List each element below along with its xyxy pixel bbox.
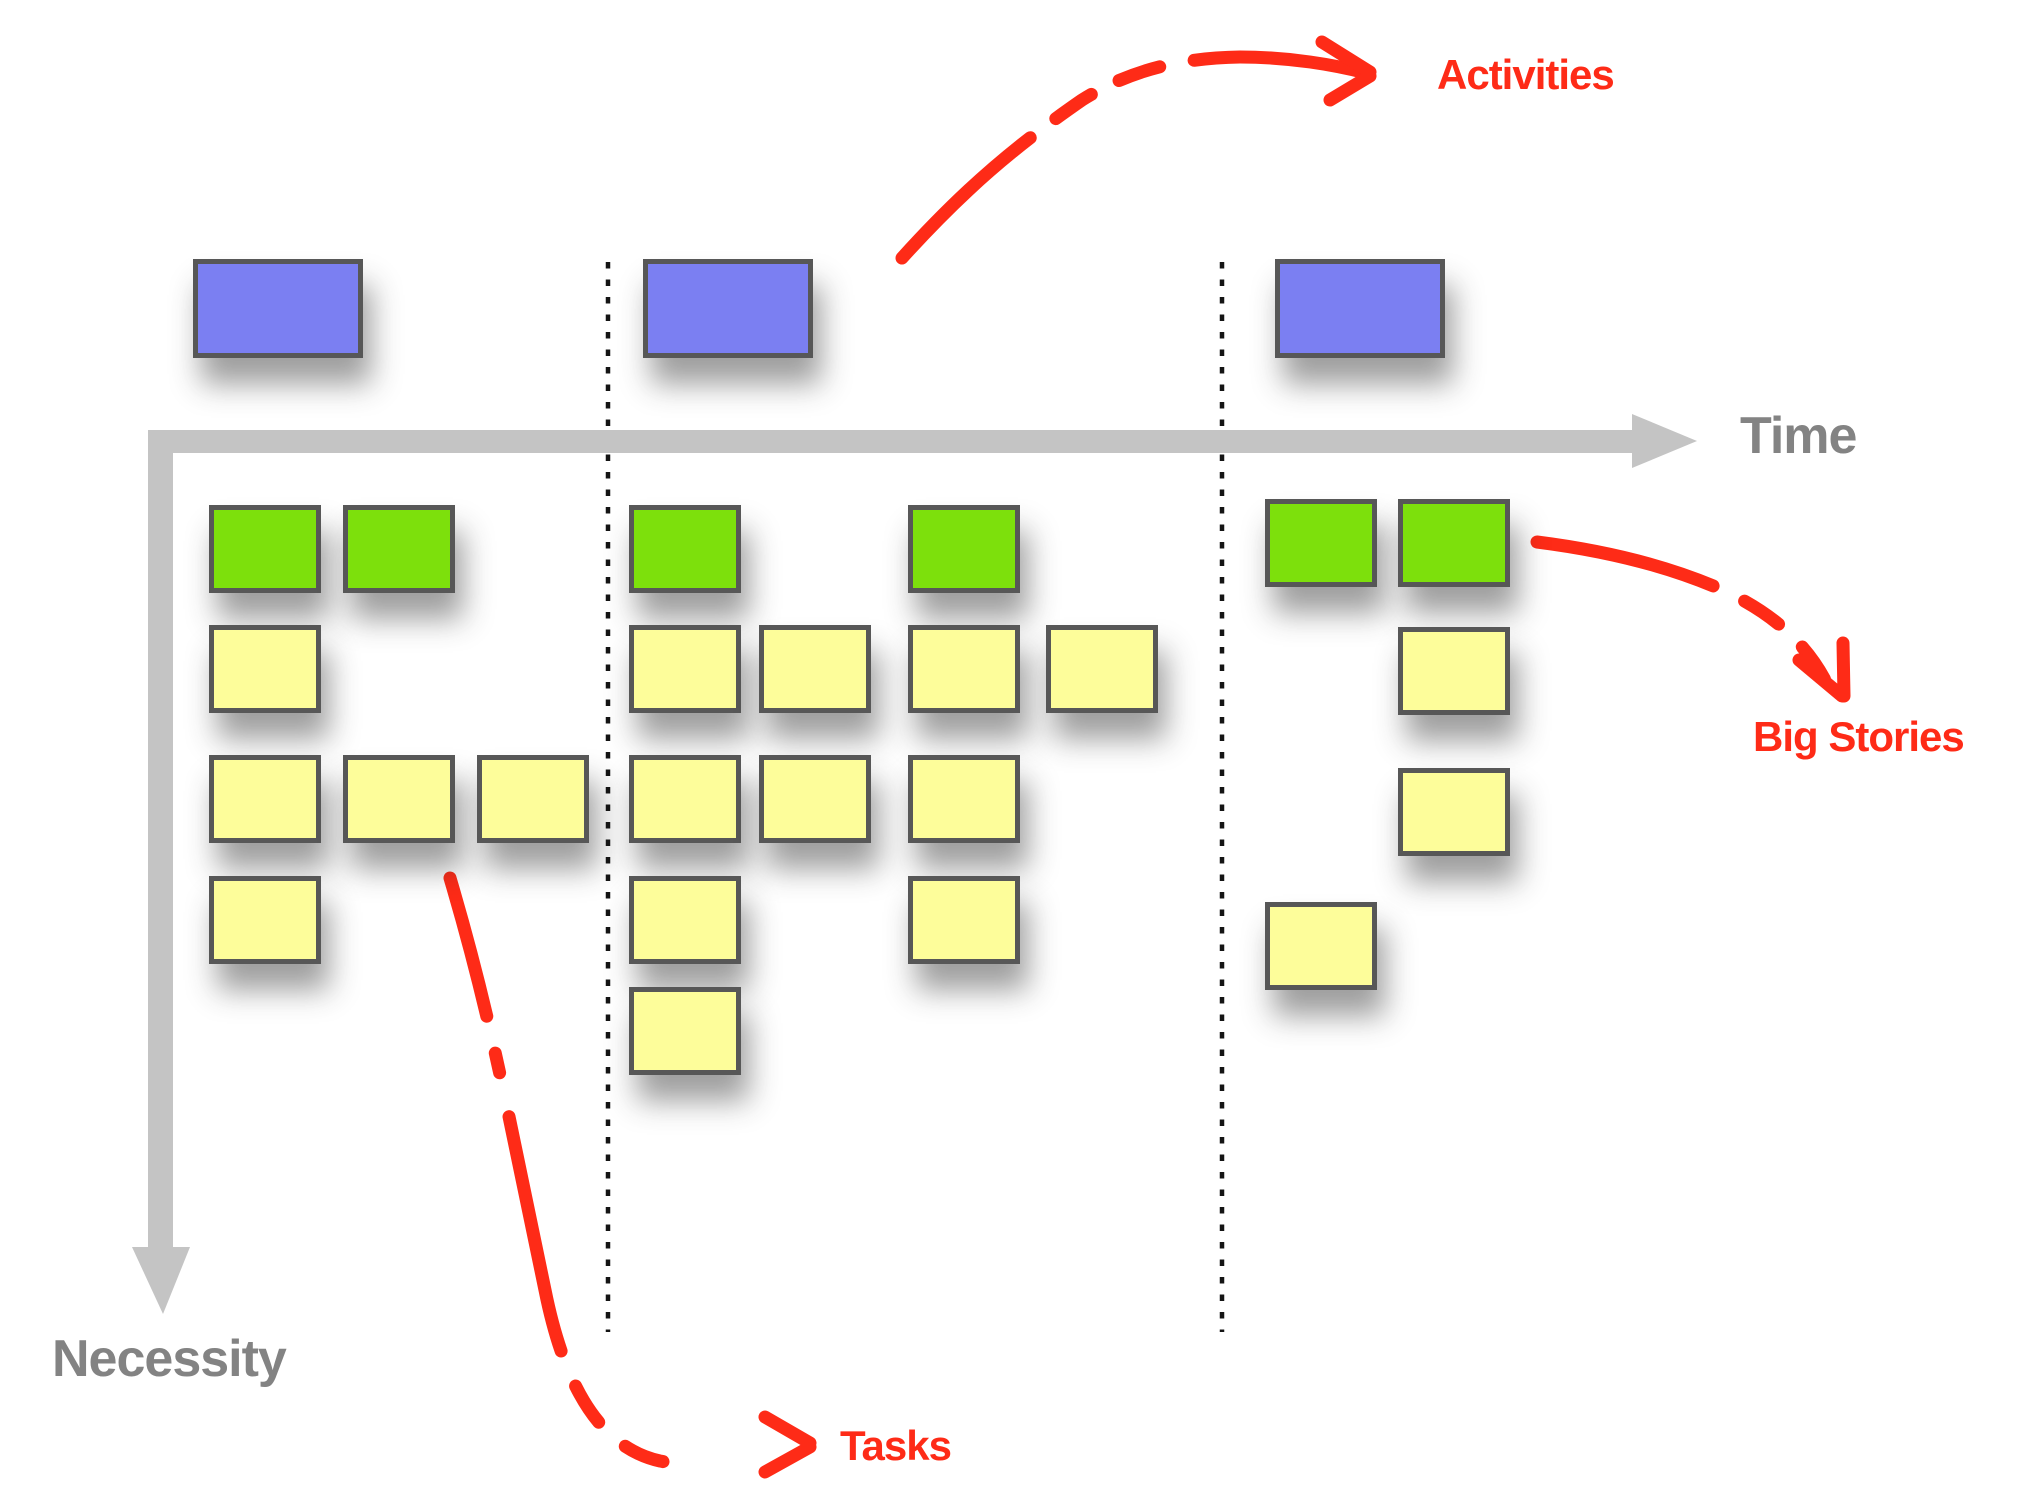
task-card[interactable]	[209, 755, 321, 843]
big-story-card[interactable]	[908, 505, 1020, 593]
big-stories-label: Big Stories	[1753, 713, 1965, 760]
task-card[interactable]	[1046, 625, 1158, 713]
task-card[interactable]	[629, 987, 741, 1075]
big-story-card[interactable]	[1398, 499, 1510, 587]
tasks-arrow-curve	[443, 871, 742, 1471]
activity-card[interactable]	[643, 259, 813, 358]
activity-card[interactable]	[1275, 259, 1445, 358]
big-stories-arrow-curve	[1530, 535, 1833, 689]
necessity-axis-bar	[148, 430, 173, 1247]
time-axis-arrowhead-icon	[1632, 414, 1697, 468]
task-card[interactable]	[908, 876, 1020, 964]
task-card[interactable]	[1265, 902, 1377, 990]
task-card[interactable]	[759, 755, 871, 843]
activity-card[interactable]	[193, 259, 363, 358]
task-card[interactable]	[1398, 627, 1510, 715]
necessity-axis-arrowhead-icon	[132, 1247, 190, 1314]
tasks-arrowhead-icon	[758, 1410, 817, 1479]
task-card[interactable]	[209, 876, 321, 964]
task-card[interactable]	[209, 625, 321, 713]
big-story-card[interactable]	[629, 505, 741, 593]
task-card[interactable]	[477, 755, 589, 843]
tasks-label: Tasks	[840, 1422, 952, 1469]
big-story-card[interactable]	[1265, 499, 1377, 587]
necessity-axis-label: Necessity	[52, 1330, 287, 1388]
task-card[interactable]	[759, 625, 871, 713]
activities-arrowhead-icon	[1315, 35, 1377, 107]
time-axis-bar	[148, 430, 1632, 453]
task-card[interactable]	[908, 755, 1020, 843]
time-axis-label: Time	[1740, 407, 1857, 465]
big-story-card[interactable]	[209, 505, 321, 593]
big-story-card[interactable]	[343, 505, 455, 593]
task-card[interactable]	[629, 876, 741, 964]
task-card[interactable]	[629, 625, 741, 713]
task-card[interactable]	[629, 755, 741, 843]
activities-arrow-curve	[895, 50, 1373, 265]
task-card[interactable]	[1398, 768, 1510, 856]
big-stories-arrowhead-icon	[1792, 636, 1851, 703]
activities-label: Activities	[1437, 51, 1615, 98]
task-card[interactable]	[343, 755, 455, 843]
task-card[interactable]	[908, 625, 1020, 713]
